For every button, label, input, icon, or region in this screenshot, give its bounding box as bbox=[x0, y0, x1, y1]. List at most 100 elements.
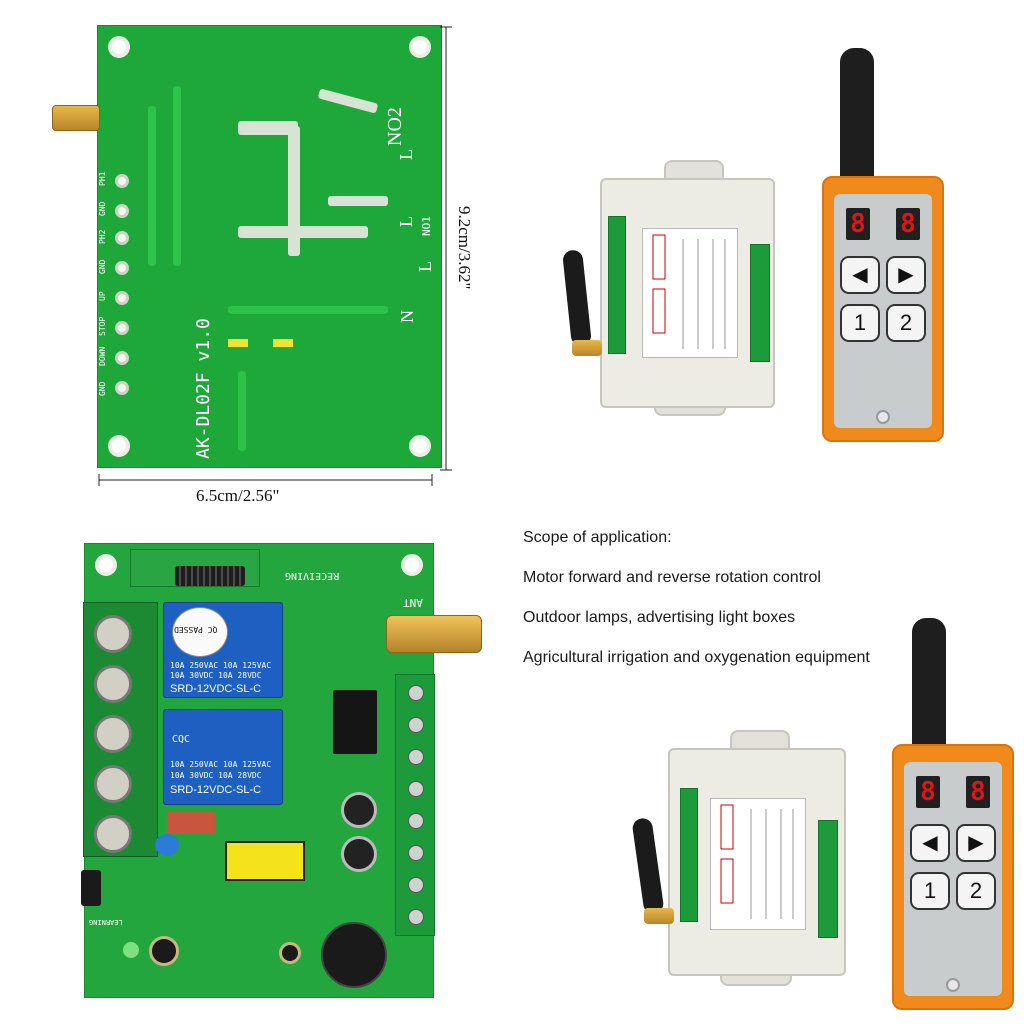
height-dimension: 9.2cm/3.62" bbox=[455, 206, 474, 290]
remote-control-bottom: 8 8 ◀ ▶ 1 2 bbox=[892, 744, 1014, 1010]
screw-terminal-block bbox=[83, 602, 158, 857]
relay-trace bbox=[238, 226, 368, 238]
learning-button[interactable] bbox=[81, 870, 101, 906]
buzzer bbox=[321, 922, 387, 988]
mount-hole bbox=[409, 435, 431, 457]
button-2[interactable]: 2 bbox=[956, 872, 996, 910]
mount-hole bbox=[108, 36, 130, 58]
screw-terminal bbox=[94, 665, 132, 703]
relay-trace bbox=[288, 126, 300, 256]
remote-face: 8 8 ◀ ▶ 1 2 bbox=[904, 762, 1002, 996]
pcb-trace bbox=[173, 86, 181, 266]
pcb-trace bbox=[238, 371, 246, 451]
pin-pad bbox=[115, 261, 129, 275]
ic-chip bbox=[333, 690, 377, 754]
capacitor bbox=[149, 936, 179, 966]
terminal-screw bbox=[408, 749, 424, 765]
button-2[interactable]: 2 bbox=[886, 304, 926, 342]
red-fuse bbox=[167, 812, 215, 834]
relay-1: QC PASSED 10A 250VAC 10A 125VAC 10A 30VD… bbox=[163, 602, 283, 698]
relay-1-rating-dc: 10A 30VDC 10A 28VDC bbox=[170, 671, 262, 680]
relay-1-rating: 10A 250VAC 10A 125VAC bbox=[170, 661, 272, 670]
capacitor bbox=[279, 942, 301, 964]
display-digit: 8 bbox=[896, 208, 920, 240]
screw-terminal bbox=[94, 765, 132, 803]
remote-antenna bbox=[840, 48, 874, 180]
terminal-block-left bbox=[608, 216, 626, 354]
marker-pad bbox=[228, 339, 248, 347]
remote-control-top: 8 8 ◀ ▶ 1 2 bbox=[822, 176, 944, 442]
left-arrow-button[interactable]: ◀ bbox=[910, 824, 950, 862]
receiver-box-top bbox=[600, 178, 775, 408]
scope-item: Agricultural irrigation and oxygenation … bbox=[523, 649, 870, 666]
top-circuit-board: PH1 GND PH2 GND UP STOP DOWN GND NO2 NO1… bbox=[97, 25, 442, 468]
pin-header-right bbox=[395, 674, 435, 936]
wiring-diagram bbox=[720, 804, 794, 919]
indicator-led bbox=[946, 978, 960, 992]
relay-2-model: SRD-12VDC-SL-C bbox=[170, 784, 262, 796]
mount-hole bbox=[401, 554, 423, 576]
qc-sticker bbox=[172, 607, 228, 657]
display-digit: 8 bbox=[916, 776, 940, 808]
marker-pad bbox=[273, 339, 293, 347]
terminal-screw bbox=[408, 845, 424, 861]
mount-hole bbox=[108, 435, 130, 457]
width-dimension: 6.5cm/2.56" bbox=[196, 486, 280, 505]
antenna-joint bbox=[644, 908, 674, 924]
receiving-label: RECEIVING bbox=[285, 570, 340, 581]
button-1[interactable]: 1 bbox=[910, 872, 950, 910]
pin-pad bbox=[115, 351, 129, 365]
terminal-screw bbox=[408, 877, 424, 893]
relay-trace bbox=[328, 196, 388, 206]
relay-2: CQC 10A 250VAC 10A 125VAC 10A 30VDC 10A … bbox=[163, 709, 283, 805]
learning-label: LEARNING bbox=[89, 918, 123, 926]
mount-hole bbox=[95, 554, 117, 576]
wiring-label-card bbox=[710, 798, 806, 930]
wiring-diagram bbox=[652, 234, 726, 349]
scope-item: Motor forward and reverse rotation contr… bbox=[523, 569, 821, 586]
screw-terminal bbox=[94, 815, 132, 853]
antenna-joint bbox=[572, 340, 602, 356]
screw-terminal bbox=[94, 715, 132, 753]
bottom-circuit-board: RECEIVING ANT QC PASSED 10A 250VAC 10A 1… bbox=[81, 543, 435, 998]
pin-pad bbox=[115, 291, 129, 305]
pin-pad bbox=[115, 321, 129, 335]
button-1[interactable]: 1 bbox=[840, 304, 880, 342]
dimension-lines bbox=[98, 26, 452, 486]
ant-label: ANT bbox=[403, 596, 423, 609]
mount-hole bbox=[409, 36, 431, 58]
scope-heading: Scope of application: bbox=[523, 529, 672, 546]
sma-connector bbox=[52, 105, 100, 131]
terminal-block-right bbox=[750, 244, 770, 362]
terminal-block-right bbox=[818, 820, 838, 938]
screw-terminal bbox=[94, 615, 132, 653]
capacitor bbox=[341, 792, 377, 828]
sma-connector bbox=[386, 615, 482, 653]
pcb-trace bbox=[228, 306, 388, 314]
indicator-led bbox=[876, 410, 890, 424]
right-arrow-button[interactable]: ▶ bbox=[886, 256, 926, 294]
terminal-screw bbox=[408, 717, 424, 733]
display-digit: 8 bbox=[966, 776, 990, 808]
pcb-trace bbox=[148, 106, 156, 266]
remote-face: 8 8 ◀ ▶ 1 2 bbox=[834, 194, 932, 428]
pin-pad bbox=[115, 381, 129, 395]
relay-trace bbox=[238, 121, 298, 135]
transformer bbox=[225, 841, 305, 881]
relay-2-rating: 10A 250VAC 10A 125VAC bbox=[170, 760, 272, 769]
cqc-mark: CQC bbox=[172, 734, 191, 745]
blue-capacitor bbox=[155, 834, 179, 856]
relay-1-model: SRD-12VDC-SL-C bbox=[170, 683, 262, 695]
terminal-screw bbox=[408, 781, 424, 797]
left-arrow-button[interactable]: ◀ bbox=[840, 256, 880, 294]
capacitor bbox=[341, 836, 377, 872]
right-arrow-button[interactable]: ▶ bbox=[956, 824, 996, 862]
pin-pad bbox=[115, 174, 129, 188]
display-digit: 8 bbox=[846, 208, 870, 240]
remote-antenna bbox=[912, 618, 946, 748]
scope-item: Outdoor lamps, advertising light boxes bbox=[523, 609, 796, 626]
terminal-screw bbox=[408, 909, 424, 925]
relay-2-rating-dc: 10A 30VDC 10A 28VDC bbox=[170, 771, 262, 780]
coil-inductor bbox=[175, 566, 245, 586]
relay-1-text-qc: QC PASSED bbox=[174, 625, 218, 634]
